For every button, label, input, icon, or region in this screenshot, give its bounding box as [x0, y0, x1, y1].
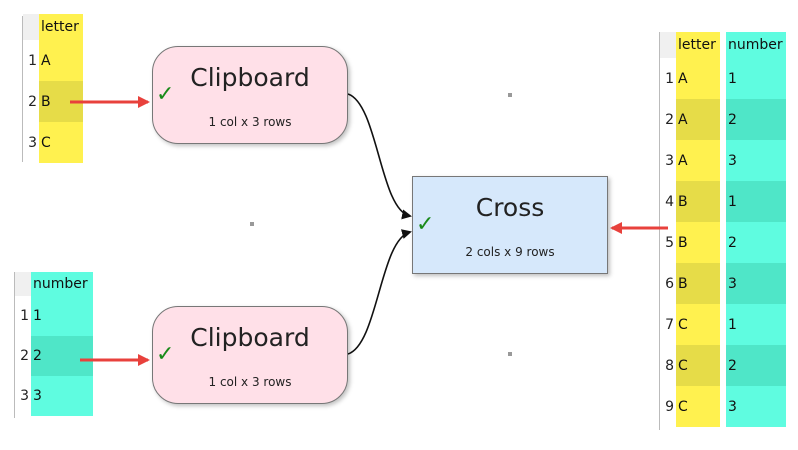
- port-dot: [250, 222, 254, 226]
- cell-number: 2: [31, 336, 93, 376]
- cell-number: 1: [726, 304, 786, 345]
- clipboard-node-1[interactable]: Clipboard 1 col x 3 rows: [152, 46, 348, 144]
- cell-letter: A: [676, 58, 720, 99]
- cell-letter: C: [676, 386, 720, 427]
- node-subtitle: 2 cols x 9 rows: [465, 245, 555, 259]
- cell-letter: C: [39, 122, 83, 163]
- row-index: 3: [15, 376, 31, 416]
- checkmark-icon: ✓: [416, 212, 435, 237]
- cell-number: 2: [726, 222, 786, 263]
- row-index: 2: [660, 99, 676, 140]
- cell-number: 1: [31, 296, 93, 336]
- row-index: 1: [23, 40, 39, 81]
- column-header-number: number: [726, 32, 786, 58]
- row-index: 8: [660, 345, 676, 386]
- row-index: 3: [660, 140, 676, 181]
- header-index-cell: [15, 272, 31, 296]
- checkmark-icon: ✓: [156, 82, 175, 107]
- cell-letter: A: [39, 40, 83, 81]
- cell-number: 3: [726, 263, 786, 304]
- column-header-letter: letter: [676, 32, 720, 58]
- row-index: 3: [23, 122, 39, 163]
- cell-number: 2: [726, 99, 786, 140]
- port-dot: [508, 93, 512, 97]
- row-index: 1: [15, 296, 31, 336]
- cell-number: 3: [31, 376, 93, 416]
- port-dot: [508, 352, 512, 356]
- column-header-letter: letter: [39, 14, 83, 40]
- edge-clipboard2-to-cross: [347, 229, 412, 355]
- cell-number: 3: [726, 140, 786, 181]
- input-table-letter: letter 1 A 2 B 3 C: [23, 14, 83, 163]
- cell-letter: B: [676, 181, 720, 222]
- row-index: 2: [15, 336, 31, 376]
- cell-number: 1: [726, 181, 786, 222]
- node-title: Clipboard: [190, 323, 310, 352]
- row-index: 9: [660, 386, 676, 427]
- cross-node[interactable]: Cross 2 cols x 9 rows: [412, 176, 608, 274]
- node-subtitle: 1 col x 3 rows: [208, 115, 292, 129]
- row-index: 4: [660, 181, 676, 222]
- cell-letter: C: [676, 304, 720, 345]
- header-index-cell: [660, 32, 676, 58]
- input-table-number: number 1 1 2 2 3 3: [15, 272, 93, 416]
- column-header-number: number: [31, 272, 93, 296]
- row-index: 1: [660, 58, 676, 99]
- row-index: 6: [660, 263, 676, 304]
- row-index: 2: [23, 81, 39, 122]
- node-title: Cross: [475, 193, 545, 222]
- row-index: 7: [660, 304, 676, 345]
- cell-number: 2: [726, 345, 786, 386]
- header-index-cell: [23, 14, 39, 40]
- clipboard-node-2[interactable]: Clipboard 1 col x 3 rows: [152, 306, 348, 404]
- edge-clipboard1-to-cross: [347, 93, 412, 220]
- cell-letter: A: [676, 140, 720, 181]
- cell-letter: A: [676, 99, 720, 140]
- node-title: Clipboard: [190, 63, 310, 92]
- cell-number: 3: [726, 386, 786, 427]
- cell-number: 1: [726, 58, 786, 99]
- cell-letter: C: [676, 345, 720, 386]
- node-subtitle: 1 col x 3 rows: [208, 375, 292, 389]
- cell-letter: B: [676, 263, 720, 304]
- checkmark-icon: ✓: [156, 342, 175, 367]
- row-index: 5: [660, 222, 676, 263]
- cell-letter: B: [676, 222, 720, 263]
